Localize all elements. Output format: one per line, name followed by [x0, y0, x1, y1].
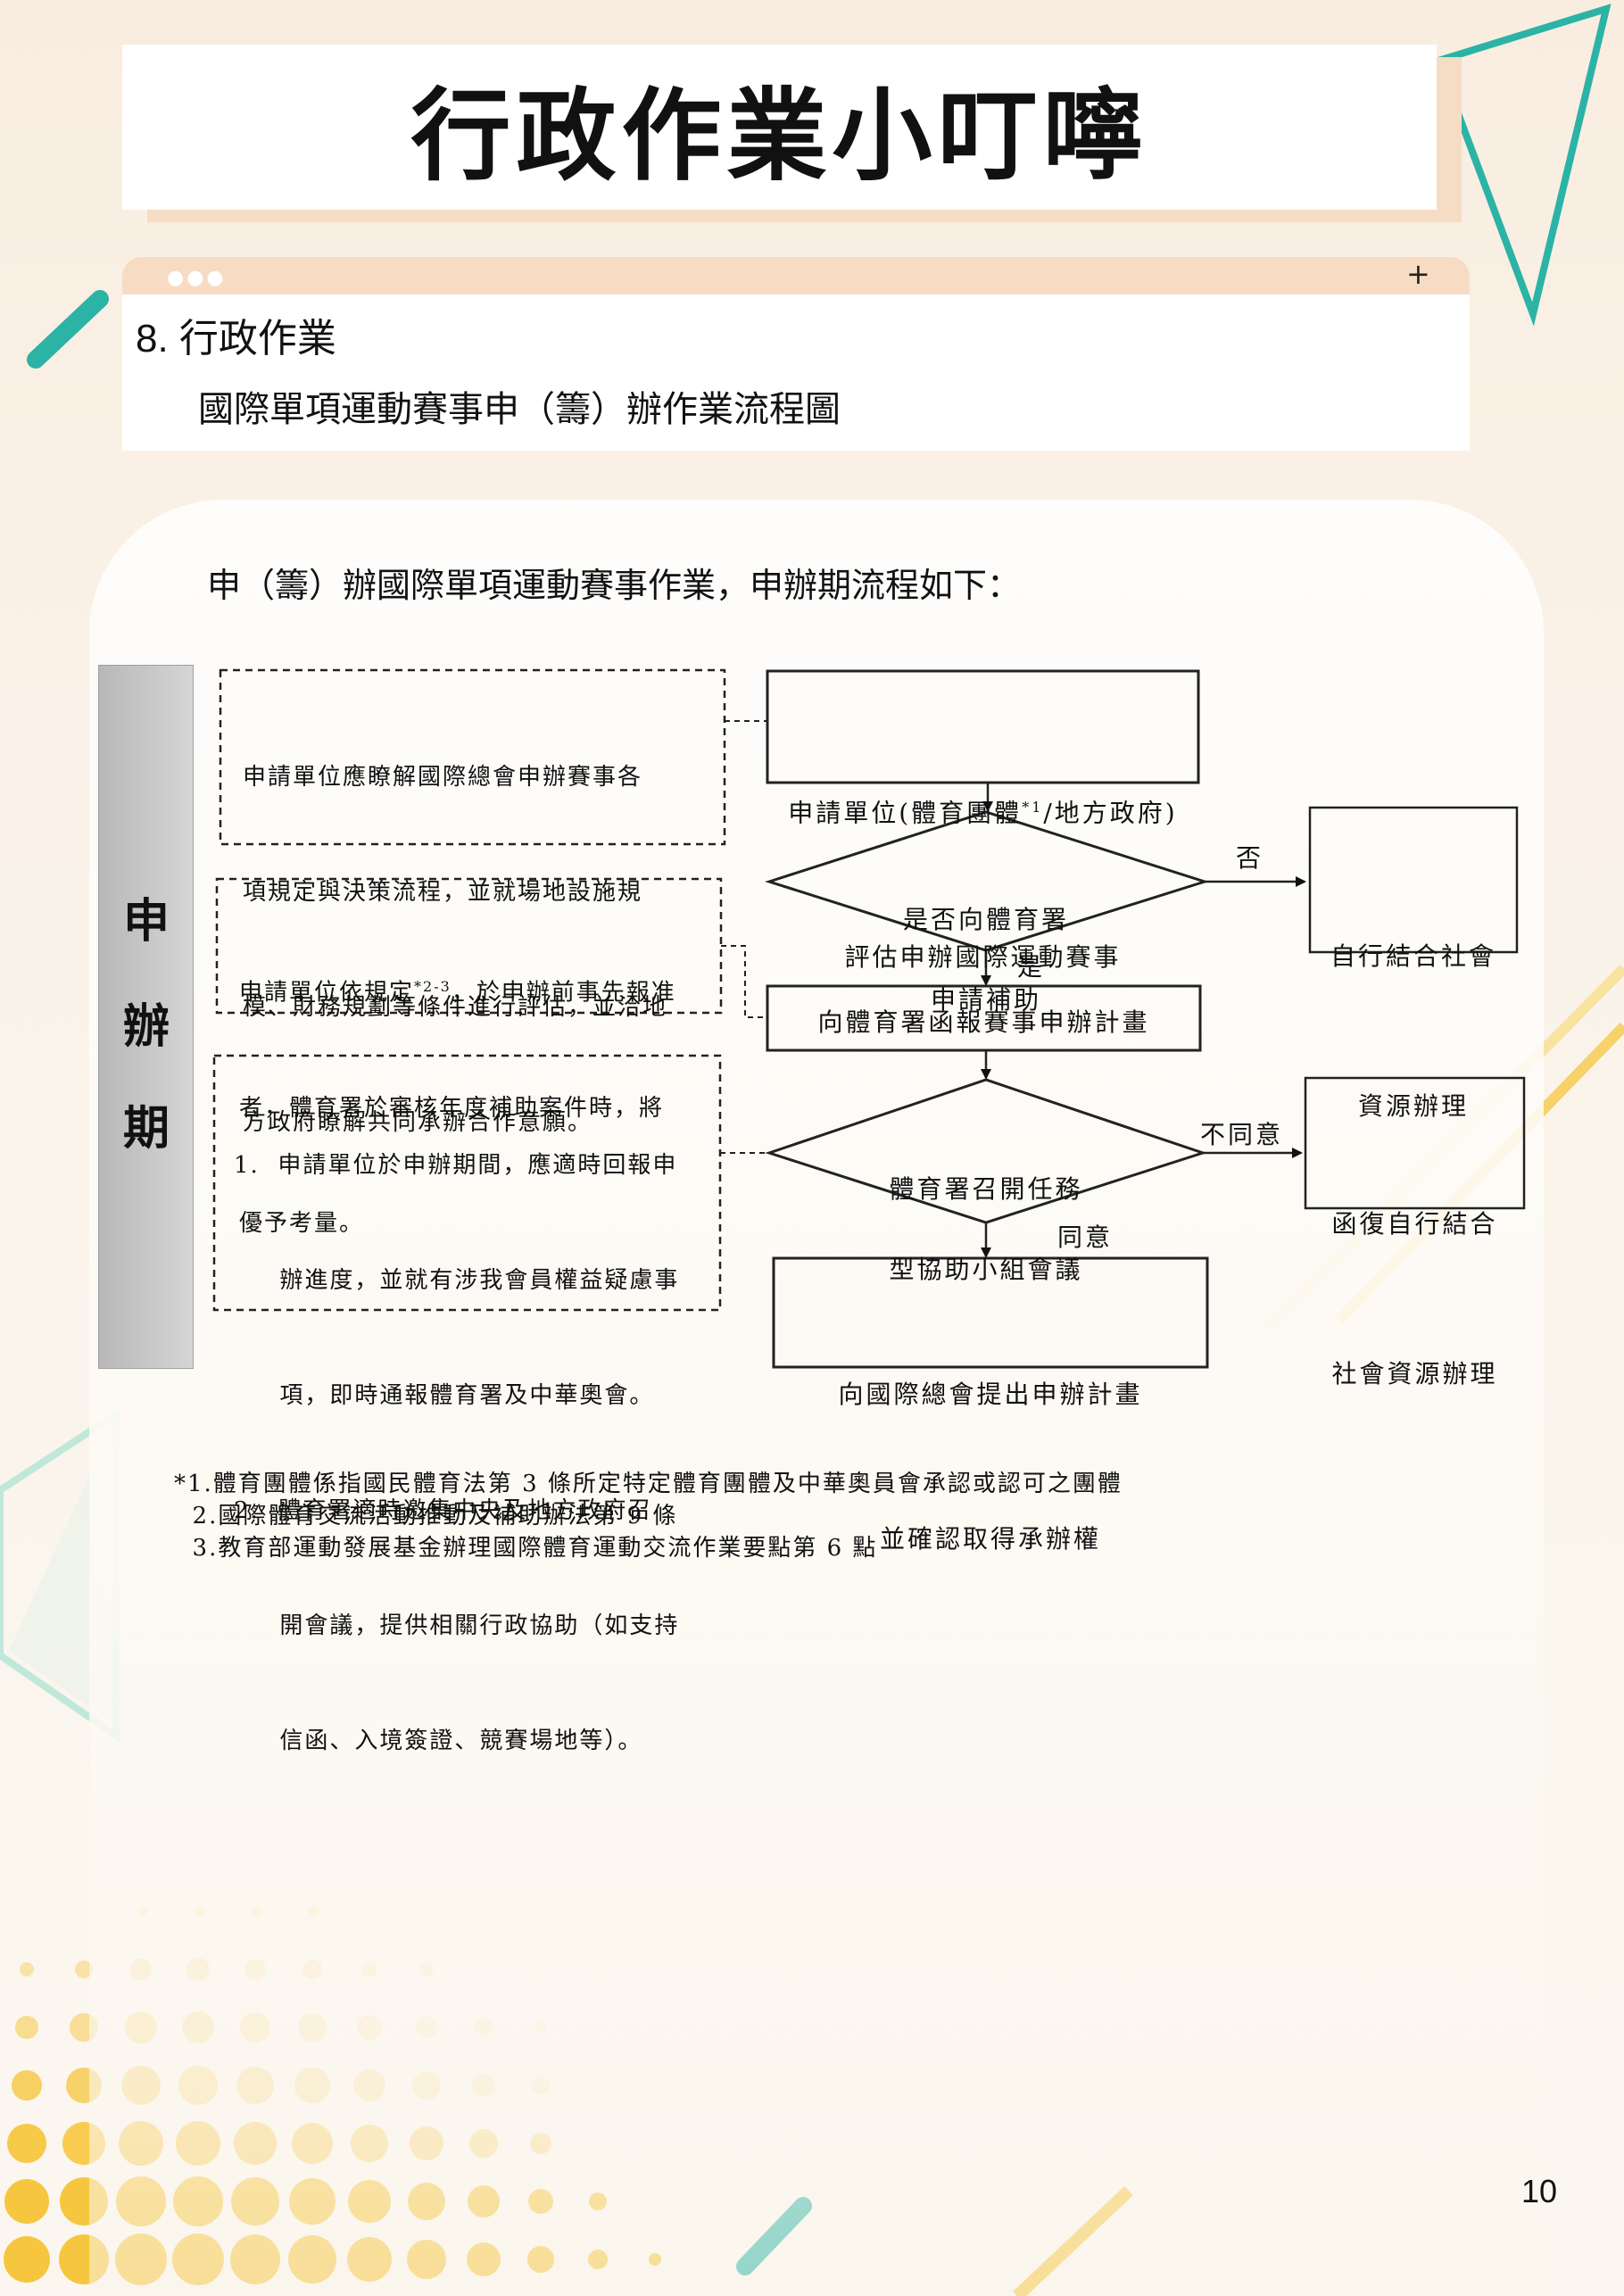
process-box-step3: [772, 1256, 1209, 1369]
note-box-3: [212, 1054, 722, 1312]
no-label: 否: [1236, 843, 1264, 873]
dashed-connector-2: [721, 945, 767, 1018]
teal-triangle-outline: [1433, 4, 1612, 327]
footnote-3: 3.教育部運動發展基金辦理國際體育運動交流作業要點第 6 點: [174, 1535, 878, 1562]
phase-label-char: 期: [123, 1101, 170, 1156]
intro-text: 申（籌）辦國際單項運動賽事作業，申辦期流程如下：: [207, 566, 1022, 605]
alt1-text: 自行結合社會 資源辦理: [1330, 941, 1496, 1121]
process-box-alt2: [1304, 1076, 1526, 1210]
section-window-bar: [122, 257, 1470, 296]
page-number: 10: [1521, 2173, 1558, 2209]
note-2-text: 申請單位依規定*2-3，於申辦前事先報准 者，體育署於審核年度補助案件時，將 優…: [239, 978, 676, 1237]
title-banner: 行政作業小叮嚀: [122, 45, 1437, 210]
process-box-step1: [766, 669, 1200, 784]
footnote-1: *1.體育團體係指國民體育法第 3 條所定特定體育團體及中華奧員會承認或認可之團…: [174, 1471, 1123, 1497]
note-box-1: [219, 668, 726, 846]
phase-label-char: 辦: [123, 999, 170, 1054]
note-box-2: [215, 877, 723, 1015]
step1-text: 申請單位(體育團體*1/地方政府) 評估申辦國際運動賽事: [788, 798, 1178, 973]
decision2-text: 體育署召開任務 型協助小組會議: [889, 1174, 1083, 1284]
section-subtitle: 國際單項運動賽事申（籌）辦作業流程圖: [198, 389, 841, 430]
phase-bar: [98, 665, 194, 1369]
process-box-alt1: [1308, 806, 1519, 954]
note-1-text: 申請單位應瞭解國際總會申辦賽事各 項規定與決策流程，並就場地設施規 模、財務規劃…: [243, 764, 668, 1136]
teal-slash: [27, 290, 109, 369]
content-panel: [89, 500, 1544, 2296]
agree-label: 同意: [1057, 1223, 1114, 1252]
note-3-text: 1. 申請單位於申辦期間，應適時回報申 辦進度，並就有涉我會員權益疑慮事 項，即…: [234, 1152, 680, 1754]
process-box-step2: [766, 984, 1202, 1052]
disagree-label: 不同意: [1200, 1120, 1284, 1149]
step3-text: 向國際總會提出申辦計畫 並確認取得承辦權: [838, 1380, 1143, 1554]
section-title: 8. 行政作業: [136, 317, 336, 361]
mint-triangle-inner: [9, 1428, 112, 1722]
page-title: 行政作業小叮嚀: [410, 78, 1148, 195]
decision1-text: 是否向體育署 申請補助: [902, 905, 1069, 1015]
step2-text: 向體育署函報賽事申辦計畫: [817, 1007, 1150, 1037]
alt2-text: 函復自行結合 社會資源辦理: [1331, 1209, 1498, 1388]
section-box: [122, 294, 1470, 451]
plus-icon: +: [1406, 257, 1430, 291]
footnote-2: 2.國際體育交流活動推動及補助辦法第 9 條: [174, 1503, 678, 1529]
window-dots-icon: ●●●: [167, 267, 227, 289]
yes-label: 是: [1017, 952, 1046, 982]
phase-label-char: 申: [123, 894, 170, 949]
